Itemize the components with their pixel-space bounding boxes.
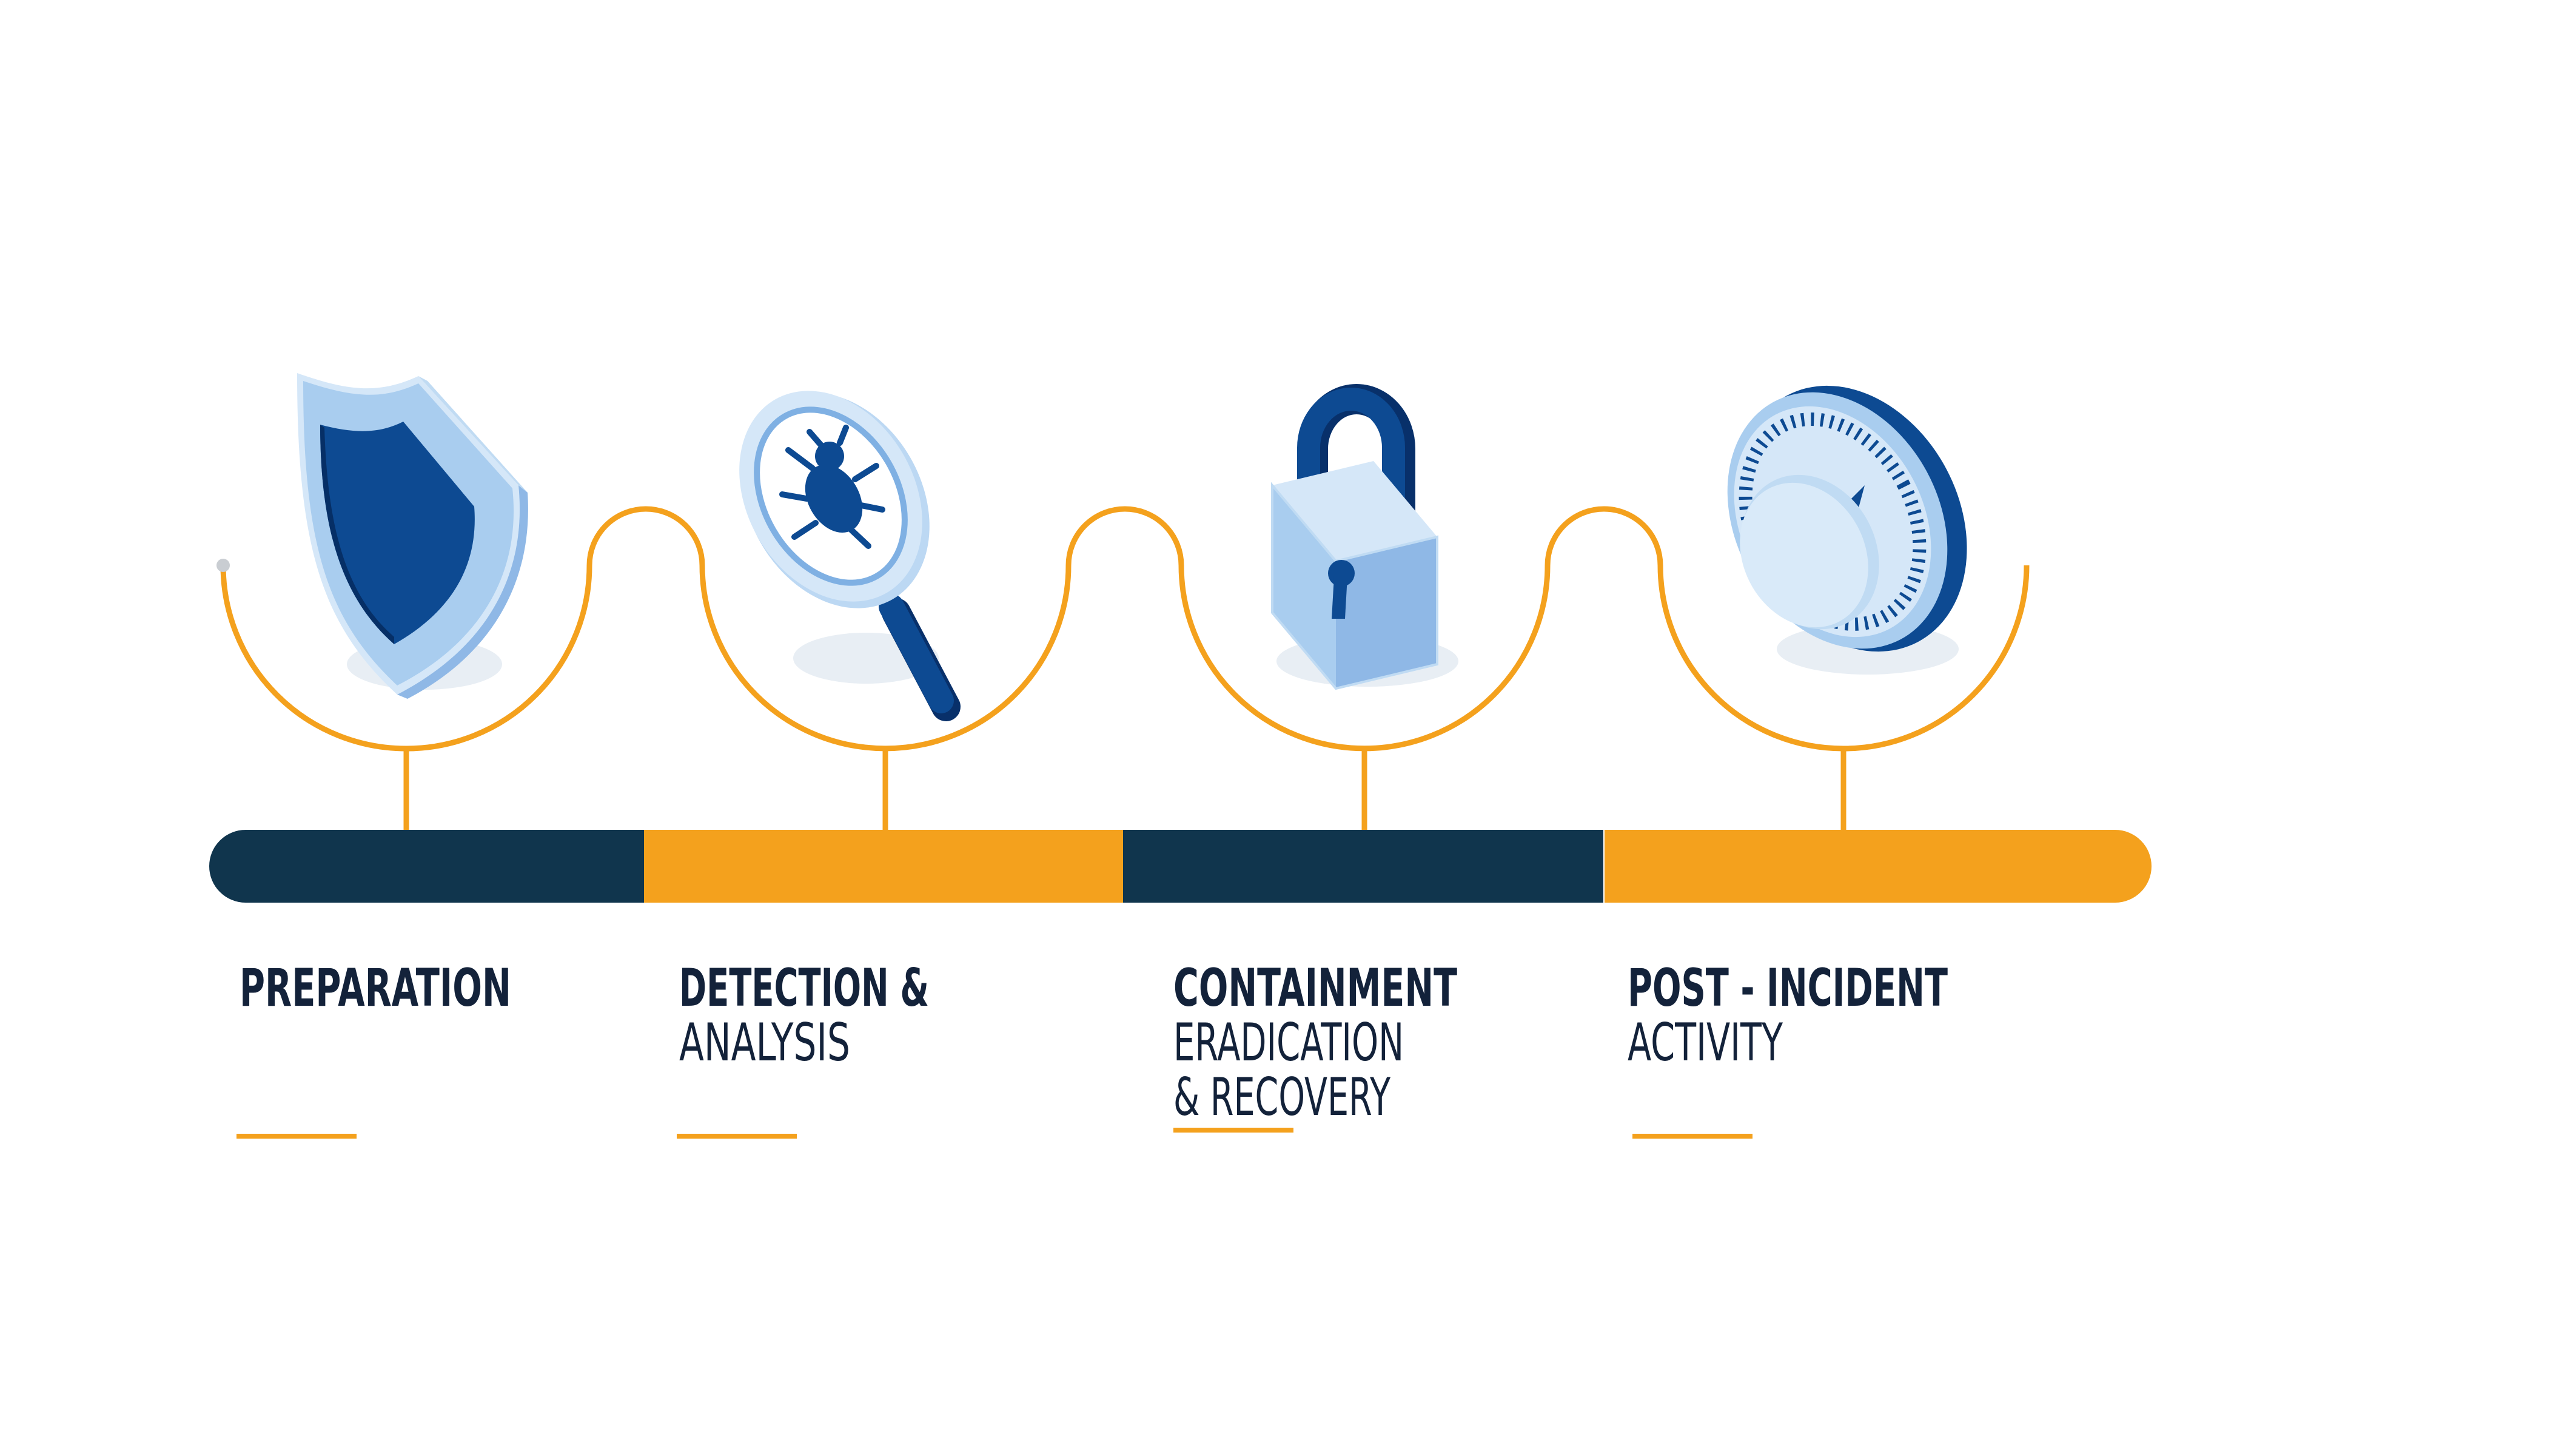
- wave-start-dot: [216, 559, 230, 572]
- padlock-icon: [1271, 384, 1458, 690]
- stage-4-subtitle-line-1: ACTIVITY: [1628, 1012, 1783, 1073]
- bar-segment-4: [1605, 830, 2152, 903]
- stage-3-title: CONTAINMENT: [1173, 958, 1457, 1019]
- bar-segment-2: [644, 830, 1124, 903]
- stage-3-subtitle-line-2: & RECOVERY: [1173, 1067, 1390, 1128]
- bar-segment-1: [209, 830, 645, 903]
- wave-connector-line: [220, 506, 2030, 752]
- stage-1-title: PREPARATION: [240, 958, 511, 1019]
- safe-dial-icon: [1727, 385, 1967, 675]
- shield-icon: [297, 373, 528, 699]
- magnifier-bug-icon: [739, 391, 961, 721]
- stage-4-title: POST - INCIDENT: [1628, 958, 1948, 1019]
- stage-3-subtitle-line-1: ERADICATION: [1173, 1012, 1404, 1073]
- bar-segment-3: [1123, 830, 1603, 903]
- stage-2-title: DETECTION &: [679, 958, 929, 1019]
- stage-2-subtitle-line-1: ANALYSIS: [679, 1012, 850, 1073]
